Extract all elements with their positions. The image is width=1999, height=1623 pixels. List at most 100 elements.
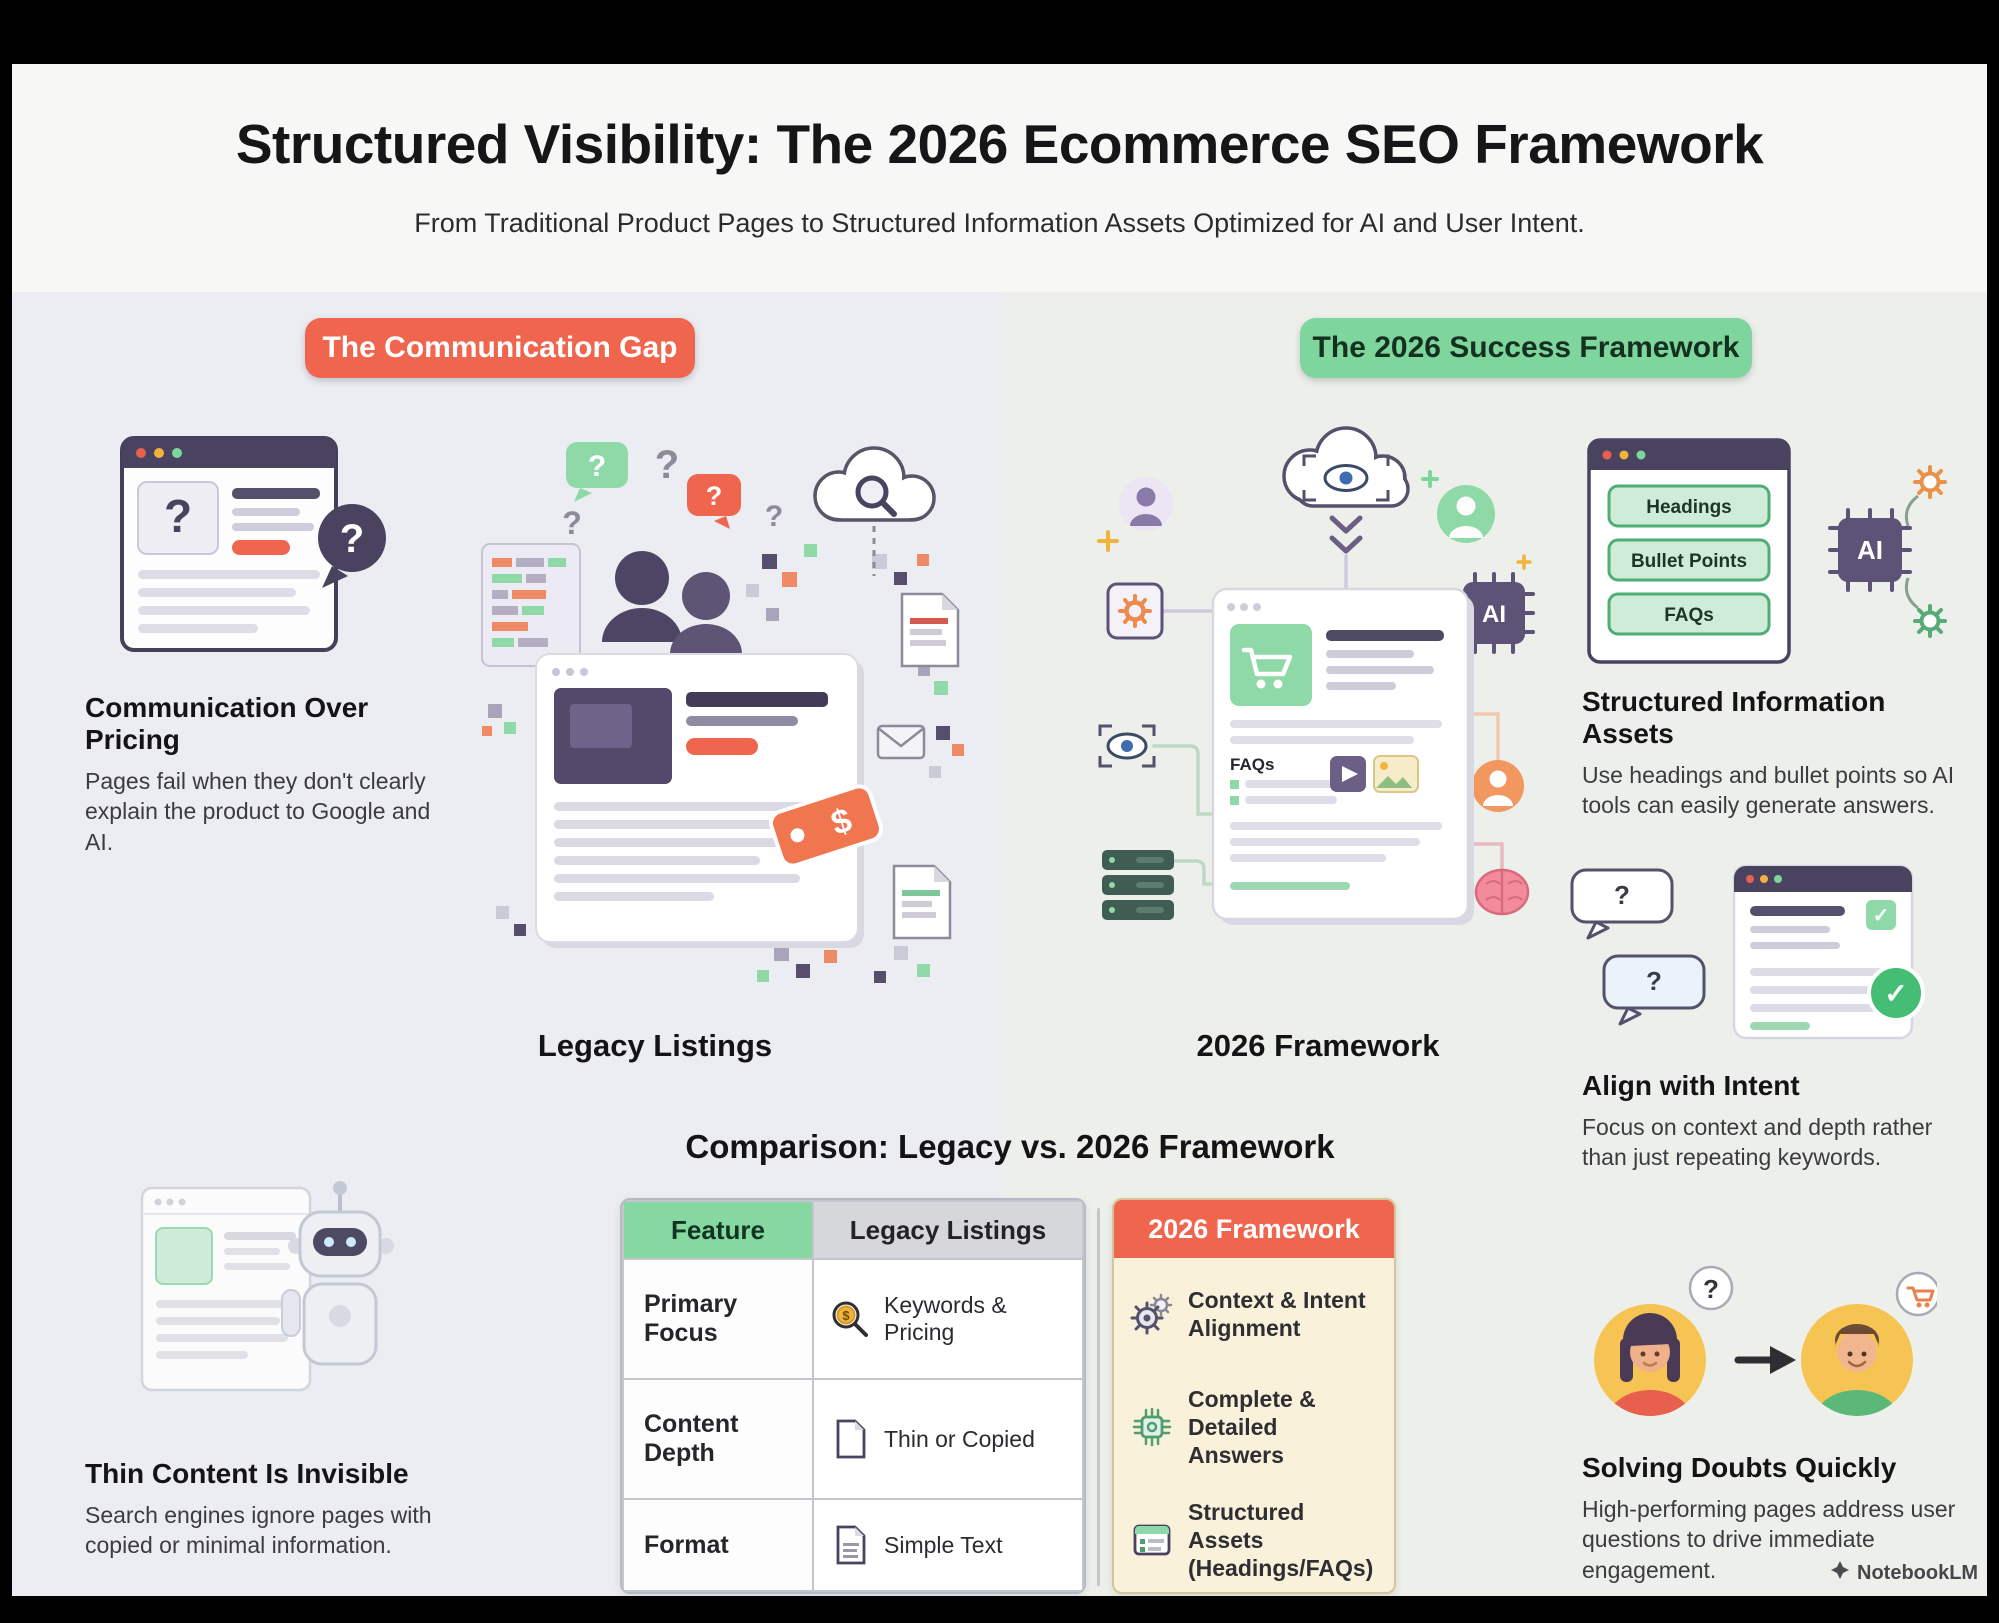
document-icon	[900, 592, 960, 668]
ai-chip-icon: AI	[1828, 508, 1912, 592]
brain-icon	[1474, 868, 1530, 916]
price-tag-icon: $	[769, 784, 883, 868]
gear-icon-green	[1913, 604, 1947, 638]
structured-assets-illustration: Headings Bullet Points FAQs AI	[1586, 426, 1958, 673]
solving-doubts-body: High-performing pages address user quest…	[1582, 1496, 1956, 1583]
feature-cell: Content Depth	[622, 1378, 814, 1500]
page-title: Structured Visibility: The 2026 Ecommerc…	[235, 113, 1764, 175]
thin-content-heading: Thin Content Is Invisible	[85, 1458, 409, 1489]
page-subtitle: From Traditional Product Pages to Struct…	[414, 208, 1585, 238]
pixel-mosaic	[482, 544, 964, 983]
bullet-points-button-label: Bullet Points	[1631, 551, 1747, 572]
notebooklm-watermark: NotebookLM	[1830, 1560, 1978, 1586]
structured-page-browser: Headings Bullet Points FAQs	[1587, 438, 1791, 664]
ai-vision-cloud-icon	[1282, 426, 1410, 508]
svg-text:✓: ✓	[1873, 905, 1890, 927]
thin-content-body: Search engines ignore pages with copied …	[85, 1502, 432, 1559]
framework-column-body: Context & Intent Alignment Complete & De…	[1114, 1258, 1394, 1592]
check-circle-icon: ✓	[1867, 964, 1925, 1022]
feature-cell: Format	[622, 1498, 814, 1592]
solving-doubts-illustration: ?	[1570, 1248, 1937, 1455]
framework-illustration: AI	[1078, 414, 1540, 1026]
floating-question-mark: ?	[655, 443, 679, 487]
text-page-icon	[828, 1523, 872, 1567]
question-bubble-red-icon: ?	[687, 474, 741, 529]
legacy-cell: $ Keywords & Pricing	[812, 1258, 1084, 1380]
structured-assets-block: Structured Information Assets Use headin…	[1582, 686, 1982, 821]
blank-page-icon	[828, 1417, 872, 1461]
structured-assets-body: Use headings and bullet points so AI too…	[1582, 762, 1955, 819]
question-bubble-outline-icon: ?	[1570, 868, 1674, 940]
framework-column-header: 2026 Framework	[1114, 1200, 1394, 1258]
success-framework-badge: The 2026 Success Framework	[1300, 318, 1752, 378]
thin-content-block: Thin Content Is Invisible Search engines…	[85, 1458, 460, 1561]
align-intent-body: Focus on context and depth rather than j…	[1582, 1114, 1933, 1171]
legacy-cell: Simple Text	[812, 1498, 1084, 1592]
align-intent-illustration: ? ? ✓ ✓	[1566, 858, 1933, 1065]
align-intent-block: Align with Intent Focus on context and d…	[1582, 1070, 1982, 1173]
table-row: Content Depth Thin or Copied	[622, 1378, 1084, 1500]
shopping-cart-icon	[1241, 647, 1293, 689]
faqs-label: FAQs	[1230, 755, 1274, 774]
table-row: Primary Focus $ Keyword	[622, 1258, 1084, 1380]
legacy-cell: Thin or Copied	[812, 1378, 1084, 1500]
solving-doubts-block: Solving Doubts Quickly High-performing p…	[1582, 1452, 1982, 1585]
envelope-icon	[876, 724, 926, 760]
play-button-icon	[1330, 756, 1366, 792]
gears-icon	[1130, 1292, 1174, 1336]
svg-text:?: ?	[706, 481, 723, 511]
question-bubble-icon: ?	[1688, 1265, 1734, 1311]
feature-cell: Primary Focus	[622, 1258, 814, 1380]
framework-item-text: Context & Intent Alignment	[1188, 1287, 1366, 1342]
sync-arrows	[1904, 494, 1919, 610]
legacy-cell-text: Thin or Copied	[884, 1425, 1035, 1452]
svg-text:?: ?	[588, 450, 606, 483]
headings-button-label: Headings	[1646, 497, 1732, 518]
question-mark-label: ?	[164, 490, 192, 542]
eye-scan-icon	[1098, 724, 1156, 768]
structured-browser-icon	[1130, 1518, 1174, 1562]
floating-question-mark: ?	[765, 500, 783, 533]
framework-item: Structured Assets (Headings/FAQs)	[1114, 1483, 1394, 1592]
svg-text:?: ?	[1703, 1274, 1719, 1304]
framework-item-text: Structured Assets (Headings/FAQs)	[1188, 1498, 1374, 1581]
comparison-title: Comparison: Legacy vs. 2026 Framework	[685, 1128, 1335, 1165]
watermark-text: NotebookLM	[1857, 1561, 1979, 1584]
connector-lines	[1152, 554, 1504, 886]
search-cloud-icon	[813, 446, 936, 576]
arrow-right-icon	[1734, 1346, 1796, 1374]
user-avatar-icon-green	[1437, 485, 1495, 543]
framework-column-card: 2026 Framework Context & Intent Alignmen…	[1112, 1198, 1396, 1594]
column-header-feature: Feature	[622, 1200, 814, 1260]
floating-question-mark: ?	[562, 505, 582, 541]
user-avatar-icon-orange	[1472, 760, 1524, 812]
structured-assets-heading: Structured Information Assets	[1582, 686, 1886, 749]
legacy-listings-illustration: ? ? ? ? ?	[474, 426, 976, 1014]
legacy-listings-caption: Legacy Listings	[537, 1028, 773, 1063]
align-intent-heading: Align with Intent	[1582, 1070, 1800, 1101]
question-bubble-outline-icon-2: ?	[1602, 954, 1706, 1026]
communication-gap-badge: The Communication Gap	[305, 318, 695, 378]
user-avatar-icon-purple	[1119, 477, 1173, 531]
magnifier-dollar-icon: $	[828, 1297, 872, 1341]
communication-illustration: ? ?	[118, 430, 390, 672]
solving-doubts-heading: Solving Doubts Quickly	[1582, 1452, 1897, 1483]
svg-text:$: $	[842, 1308, 850, 1323]
framework-item-text: Complete & Detailed Answers	[1188, 1385, 1316, 1469]
cart-bubble-icon	[1895, 1271, 1937, 1317]
user-asking-avatar	[1594, 1304, 1706, 1416]
framework-product-page: FAQs	[1211, 587, 1474, 925]
server-stack-icon	[1102, 850, 1174, 920]
thin-content-illustration	[136, 1154, 396, 1456]
down-arrows-icon	[1329, 515, 1363, 554]
communication-over-pricing-body: Pages fail when they don't clearly expla…	[85, 768, 431, 855]
communication-over-pricing-heading: Communication Over Pricing	[85, 692, 369, 755]
ai-chip-label: AI	[1857, 535, 1883, 565]
notebooklm-logo-icon	[1830, 1560, 1850, 1586]
legacy-product-page	[535, 653, 864, 948]
user-buying-avatar	[1801, 1304, 1913, 1416]
communication-over-pricing-block: Communication Over Pricing Pages fail wh…	[85, 692, 460, 857]
robot-icon	[281, 1181, 394, 1366]
code-snippet-card	[481, 543, 581, 667]
question-bubble-dark-icon: ?	[318, 504, 386, 588]
